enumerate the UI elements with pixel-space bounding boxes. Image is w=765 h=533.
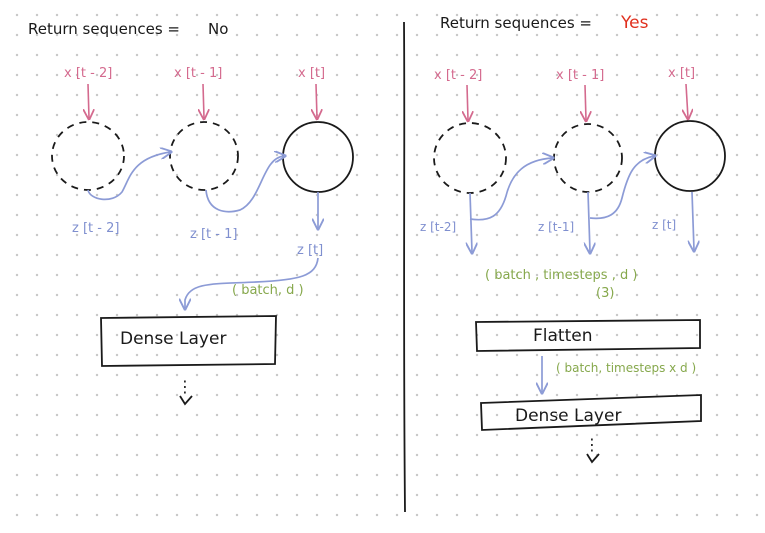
left-panel: Return sequences = No x [t - 2] x [t - 1…	[28, 20, 354, 406]
left-rnn-cell-output	[282, 121, 354, 193]
left-input-label: x [t - 1]	[174, 66, 222, 81]
left-dense-layer-label: Dense Layer	[120, 329, 226, 349]
right-rnn-cell-hidden	[553, 123, 623, 193]
left-continuation: ⋮	[177, 377, 193, 396]
left-continuation-tick	[179, 395, 193, 406]
left-state-label: z [t - 1]	[190, 227, 237, 242]
right-continuation: ⋮	[584, 435, 600, 454]
right-dense-layer-box	[480, 394, 702, 431]
right-state-label: z [t-1]	[538, 220, 574, 234]
left-rnn-cell-hidden	[51, 121, 125, 191]
right-recurrent-arrow	[589, 156, 654, 220]
right-step-output-arrow	[470, 192, 472, 252]
right-input-label: x [t - 2]	[434, 68, 482, 83]
right-input-label: x [t - 1]	[556, 68, 604, 83]
right-state-label: z [t]	[652, 218, 676, 232]
left-heading-value: No	[208, 20, 228, 38]
right-dense-layer-label: Dense Layer	[515, 406, 621, 426]
right-shape-sublabel: (3)	[596, 286, 614, 301]
right-flatten-label: Flatten	[533, 326, 592, 346]
right-input-label: x [t]	[668, 66, 695, 81]
right-input-arrow	[467, 84, 468, 120]
left-rnn-cell-hidden	[169, 121, 239, 191]
left-state-label: z [t - 2]	[72, 221, 119, 236]
right-rnn-cell-hidden	[433, 122, 507, 194]
left-input-arrow	[203, 83, 204, 118]
left-shape-label: ( batch, d )	[232, 283, 304, 298]
right-panel: Return sequences = Yes x [t - 2] x [t - …	[420, 13, 726, 464]
right-shape-label: ( batch , timesteps , d )	[485, 268, 637, 283]
right-rnn-cell-output	[654, 120, 726, 192]
left-input-arrow	[88, 83, 89, 118]
right-state-label: z [t-2]	[420, 220, 456, 234]
left-dense-layer-box	[100, 315, 277, 367]
right-step-output-arrow	[588, 191, 590, 252]
right-input-arrow	[585, 84, 586, 120]
right-heading-prefix: Return sequences =	[440, 14, 592, 32]
right-flatten-box	[475, 319, 701, 352]
right-heading-value: Yes	[620, 13, 649, 33]
right-input-arrow	[686, 83, 688, 118]
right-recurrent-arrow	[469, 158, 552, 221]
left-heading-prefix: Return sequences =	[28, 20, 180, 38]
left-state-label: z [t]	[297, 243, 323, 258]
panel-divider	[403, 21, 406, 513]
left-input-label: x [t]	[298, 66, 325, 81]
left-input-arrow	[316, 83, 317, 118]
left-input-label: x [t - 2]	[64, 66, 112, 81]
left-recurrent-arrow	[87, 152, 170, 201]
left-recurrent-arrow	[205, 156, 284, 213]
left-dense-arrow	[185, 257, 319, 308]
right-flatten-shape-label: ( batch, timesteps x d )	[556, 361, 696, 375]
right-continuation-tick	[586, 453, 600, 464]
right-step-output-arrow	[692, 191, 694, 250]
